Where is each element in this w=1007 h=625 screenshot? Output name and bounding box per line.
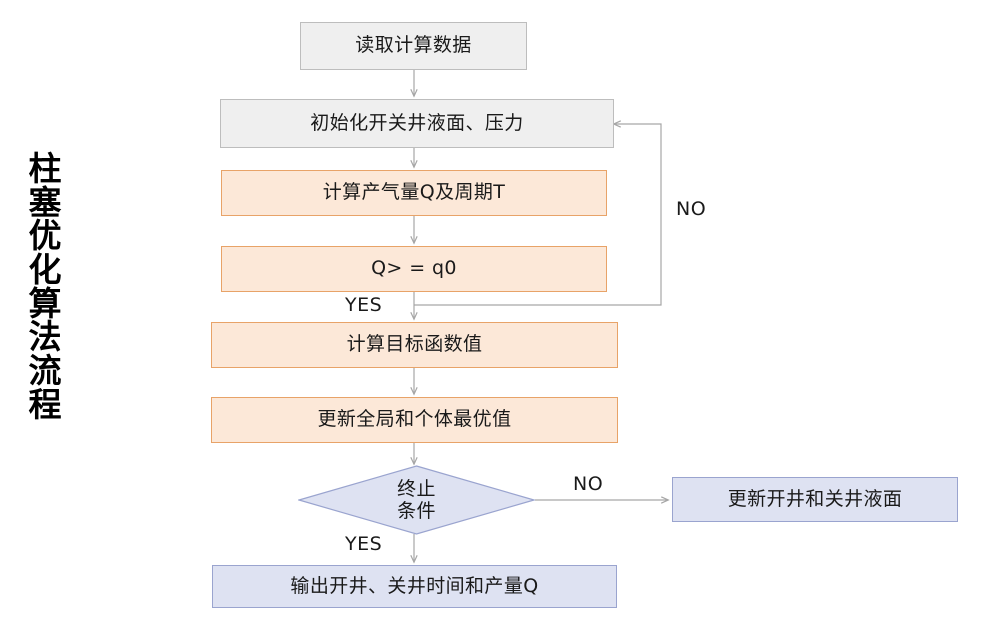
node-terminate-condition[interactable]: 终止 条件 [298, 465, 535, 535]
node-output[interactable]: 输出开井、关井时间和产量Q [212, 565, 617, 608]
node-output-label: 输出开井、关井时间和产量Q [290, 574, 539, 597]
node-condition-q-label: Q> = q0 [371, 257, 457, 280]
edge-label-terminate-yes: YES [345, 533, 383, 555]
node-update-levels[interactable]: 更新开井和关井液面 [672, 477, 958, 522]
edge-label-condition-yes: YES [345, 294, 383, 316]
edge-label-terminate-no: NO [573, 473, 604, 495]
node-read-data-label: 读取计算数据 [355, 34, 472, 57]
node-calc-q-t-label: 计算产气量Q及周期T [322, 181, 506, 204]
node-objective-label: 计算目标函数值 [346, 333, 483, 356]
node-update-best-label: 更新全局和个体最优值 [317, 408, 512, 431]
terminate-line-1: 终止 [397, 477, 436, 500]
edge-label-loop-no: NO [676, 198, 707, 220]
node-update-best[interactable]: 更新全局和个体最优值 [211, 397, 618, 443]
node-objective[interactable]: 计算目标函数值 [211, 322, 618, 368]
node-read-data[interactable]: 读取计算数据 [300, 22, 527, 70]
node-init[interactable]: 初始化开关井液面、压力 [220, 99, 614, 148]
node-condition-q[interactable]: Q> = q0 [221, 246, 607, 292]
node-calc-q-t[interactable]: 计算产气量Q及周期T [221, 170, 607, 216]
diamond-shape [298, 465, 535, 535]
page-title: 柱塞优化算法流程 [28, 149, 62, 424]
node-update-levels-label: 更新开井和关井液面 [727, 487, 903, 510]
node-init-label: 初始化开关井液面、压力 [310, 111, 524, 134]
node-terminate-condition-label: 终止 条件 [298, 465, 535, 535]
terminate-line-2: 条件 [397, 500, 436, 522]
